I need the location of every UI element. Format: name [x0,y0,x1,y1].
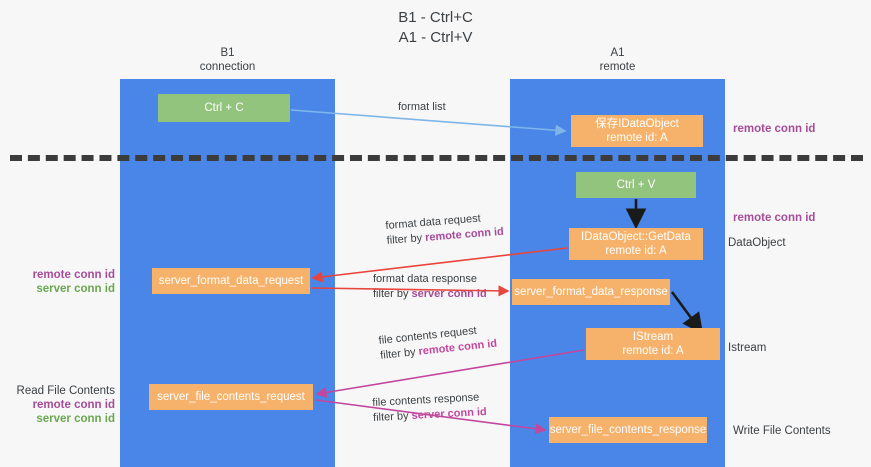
node-server-file-contents-request[interactable]: server_file_contents_request [149,384,313,410]
left-note-conn-ids: remote conn id server conn id [10,268,115,296]
node-server-format-data-request-label: server_format_data_request [158,275,304,287]
side-note-dataobject: DataObject [728,237,786,249]
node-istream[interactable]: IStream remote id: A [586,328,720,360]
conn-id-token-server: server conn id [411,288,487,300]
node-idataobject-getdata-id: remote id: A [605,245,667,257]
left-note-read-file-contents: Read File Contents remote conn id server… [10,384,115,426]
edge-label-format-data-response-filter: filter by server conn id [373,288,487,300]
node-idataobject-remote-id: remote id: A [606,132,668,144]
node-idataobject-remote[interactable]: 保存IDataObject remote id: A [571,115,703,147]
conn-id-token-server-2: server conn id [411,406,488,422]
side-note-remote-conn-id-top: remote conn id [733,123,816,135]
column-header-a1-name: A1 [610,47,625,59]
left-note-read-remote-conn-id: remote conn id [32,399,115,411]
node-istream-label: IStream [632,331,674,343]
node-ctrl-v[interactable]: Ctrl + V [576,172,696,198]
side-note-istream: Istream [728,342,767,354]
node-ctrl-v-label: Ctrl + V [616,179,656,191]
node-idataobject-remote-label: 保存IDataObject [595,118,679,130]
node-ctrl-c-label: Ctrl + C [204,102,244,114]
conn-id-token-remote: remote conn id [424,225,505,244]
edge-label-file-contents-response: file contents response filter by server … [372,390,487,426]
column-header-a1: A1 remote [510,46,725,74]
node-server-format-data-request[interactable]: server_format_data_request [152,268,310,294]
phase-divider [10,155,863,161]
side-note-remote-conn-id-middle: remote conn id [733,212,816,224]
node-ctrl-c[interactable]: Ctrl + C [158,94,290,122]
edge-label-format-data-response-text: format data response [373,273,477,285]
node-server-format-data-response-label: server_format_data_response [514,286,668,298]
column-header-b1: B1 connection [120,46,335,74]
node-idataobject-getdata[interactable]: IDataObject::GetData remote id: A [569,228,703,260]
left-note-read-server-conn-id: server conn id [36,413,115,425]
edge-label-format-data-response: format data response filter by server co… [373,272,487,302]
node-server-format-data-response[interactable]: server_format_data_response [512,279,670,305]
side-note-write-file-contents: Write File Contents [733,425,831,437]
page-title: B1 - Ctrl+C A1 - Ctrl+V [398,9,473,46]
node-server-file-contents-request-label: server_file_contents_request [157,391,305,403]
node-server-file-contents-response[interactable]: server_file_contents_response [549,417,707,443]
edge-label-format-list-text: format list [398,101,446,113]
node-idataobject-getdata-label: IDataObject::GetData [581,231,691,243]
edge-label-file-contents-request: file contents request filter by remote c… [378,322,498,364]
column-header-b1-role: connection [199,61,256,73]
column-header-a1-role: remote [599,61,636,73]
node-server-file-contents-response-label: server_file_contents_response [549,424,707,436]
left-note-remote-conn-id: remote conn id [32,269,115,281]
edge-label-file-contents-response-filter: filter by server conn id [372,406,488,424]
edge-label-format-list: format list [398,100,446,115]
edge-label-format-data-request: format data request filter by remote con… [385,210,504,249]
left-note-server-conn-id: server conn id [36,283,115,295]
column-header-b1-name: B1 [220,47,235,59]
left-note-read-file-label: Read File Contents [16,385,115,397]
node-istream-id: remote id: A [622,345,684,357]
